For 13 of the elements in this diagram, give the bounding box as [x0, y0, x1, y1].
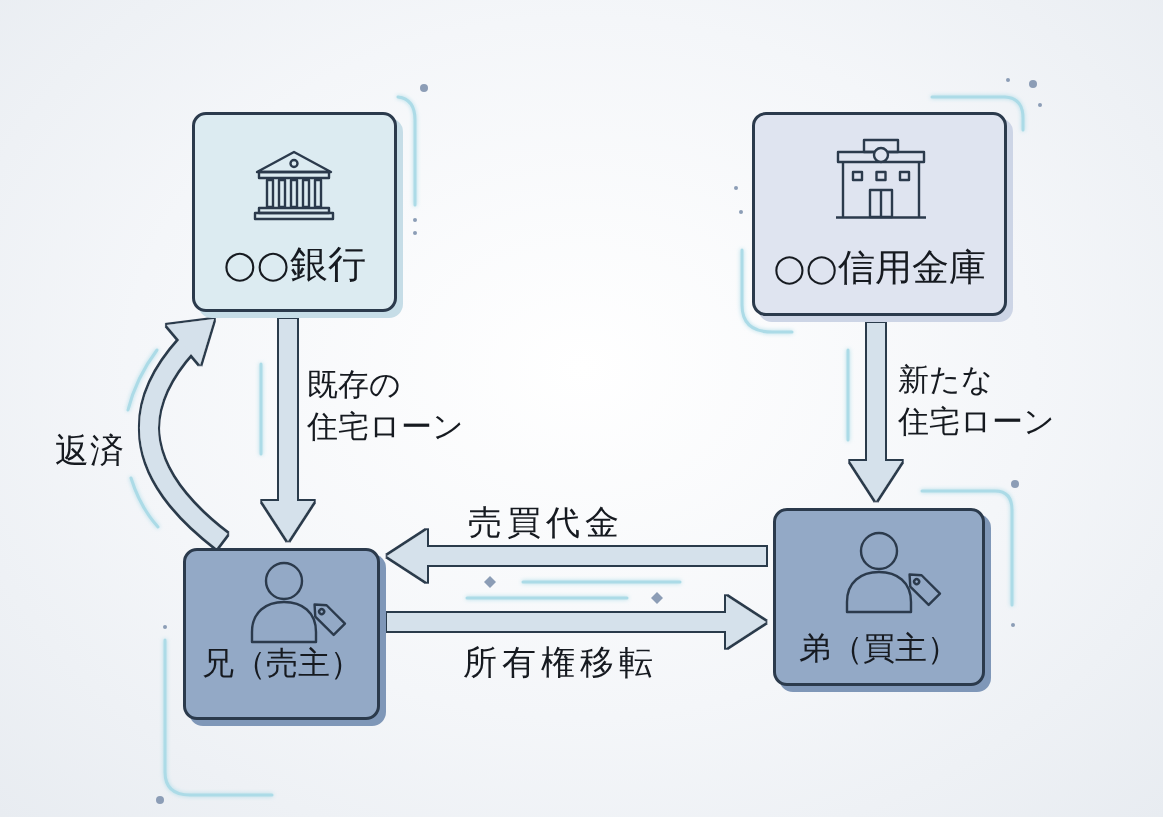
- institution-name: ○○銀行: [223, 242, 366, 288]
- edge-label: 所有権移転: [463, 641, 658, 684]
- party-name: 弟（買主）: [799, 628, 959, 668]
- party-name: 兄（売主）: [201, 643, 362, 683]
- institution-name: ○○信用金庫: [773, 245, 986, 291]
- block-arrow: [387, 530, 766, 582]
- edge-label: 売買代金: [468, 501, 624, 544]
- block-arrow: [850, 323, 902, 501]
- edge-label: 返済: [55, 429, 125, 472]
- edge-label: 新たな住宅ローン: [898, 360, 1055, 441]
- edge-label: 既存の住宅ローン: [307, 365, 464, 446]
- block-arrow: [387, 596, 766, 648]
- block-arrow: [262, 319, 314, 541]
